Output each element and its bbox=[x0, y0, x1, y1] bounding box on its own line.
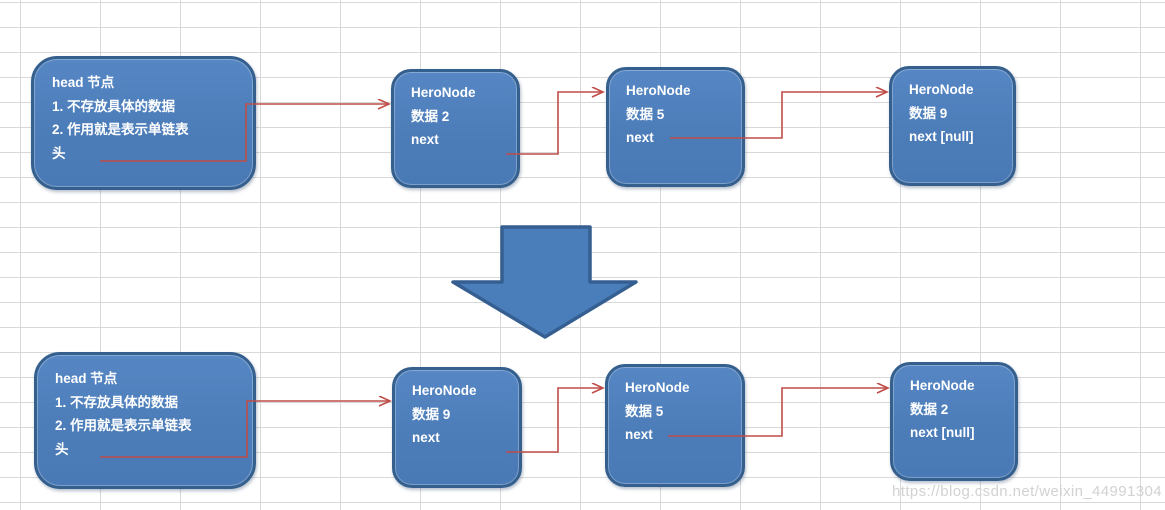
node-title: HeroNode bbox=[910, 378, 975, 393]
head-box-line: 头 bbox=[52, 145, 66, 161]
hero-node-box-bottom-3[interactable]: HeroNode 数据 2 next [null] bbox=[890, 362, 1018, 481]
node-data: 数据 2 bbox=[910, 401, 949, 417]
head-box-line: 1. 不存放具体的数据 bbox=[52, 98, 176, 114]
node-next: next [null] bbox=[910, 425, 975, 440]
hero-node-box-top-3[interactable]: HeroNode 数据 9 next [null] bbox=[889, 66, 1016, 186]
node-next: next bbox=[411, 132, 439, 147]
node-title: HeroNode bbox=[909, 82, 974, 97]
head-box-line: 2. 作用就是表示单链表 bbox=[55, 418, 192, 433]
node-title: HeroNode bbox=[625, 380, 690, 395]
node-next: next bbox=[626, 130, 654, 145]
node-title: HeroNode bbox=[412, 383, 477, 398]
watermark-url: https://blog.csdn.net/weixin_44991304 bbox=[892, 483, 1162, 500]
node-next: next bbox=[625, 427, 653, 442]
pointer-top-node1-to-node2[interactable] bbox=[506, 92, 602, 155]
down-arrow-shape[interactable] bbox=[451, 225, 638, 339]
head-box-line: 1. 不存放具体的数据 bbox=[55, 394, 179, 410]
head-box-line: head 节点 bbox=[55, 371, 118, 386]
head-node-box-bottom[interactable]: head 节点 1. 不存放具体的数据 2. 作用就是表示单链表 头 bbox=[34, 352, 256, 489]
node-data: 数据 9 bbox=[909, 105, 948, 121]
hero-node-box-top-2[interactable]: HeroNode 数据 5 next bbox=[606, 67, 745, 187]
node-next: next bbox=[412, 430, 440, 445]
head-node-box-top[interactable]: head 节点 1. 不存放具体的数据 2. 作用就是表示单链表 头 bbox=[31, 56, 256, 190]
hero-node-box-top-1[interactable]: HeroNode 数据 2 next bbox=[391, 69, 520, 188]
node-data: 数据 5 bbox=[625, 403, 664, 419]
node-data: 数据 9 bbox=[412, 406, 451, 422]
hero-node-box-bottom-1[interactable]: HeroNode 数据 9 next bbox=[392, 367, 522, 488]
node-title: HeroNode bbox=[411, 85, 476, 100]
head-box-line: head 节点 bbox=[52, 75, 115, 90]
node-title: HeroNode bbox=[626, 83, 691, 98]
hero-node-box-bottom-2[interactable]: HeroNode 数据 5 next bbox=[605, 364, 745, 487]
node-next: next [null] bbox=[909, 129, 974, 144]
node-data: 数据 5 bbox=[626, 106, 665, 122]
head-box-line: 头 bbox=[55, 441, 69, 457]
node-data: 数据 2 bbox=[411, 108, 450, 124]
head-box-line: 2. 作用就是表示单链表 bbox=[52, 122, 189, 137]
